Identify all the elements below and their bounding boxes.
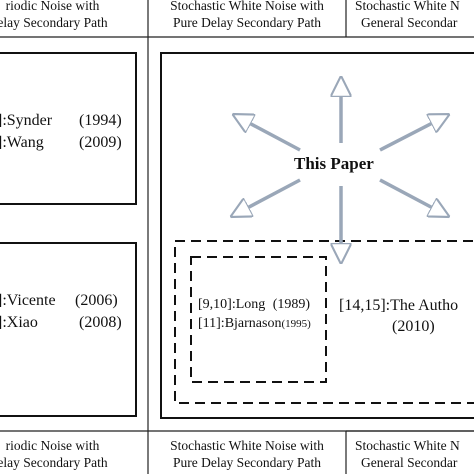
header-top-col1-line2: elay Secondary Path <box>0 15 108 30</box>
left-top-box <box>0 52 137 205</box>
header-top-col2: Stochastic White Noise with Pure Delay S… <box>149 0 345 31</box>
left-bottom-ref2-year: (2008) <box>79 314 122 331</box>
header-bottom-col2-line2: Pure Delay Secondary Path <box>172 455 322 470</box>
header-bottom-col1-line1: riodic Noise with <box>5 438 100 453</box>
header-top-col2-line2: Pure Delay Secondary Path <box>172 15 322 30</box>
outer-dashed-box <box>174 240 474 404</box>
header-bottom-col2-line1: Stochastic White Noise with <box>170 438 324 453</box>
left-bottom-ref1-year: (2006) <box>75 292 118 309</box>
left-bottom-box <box>0 242 137 417</box>
right-ref-line2: (2010) <box>392 318 435 335</box>
header-bottom-col1: riodic Noise with elay Secondary Path <box>0 437 145 471</box>
header-top-col3: Stochastic White N General Secondar <box>352 0 474 31</box>
inner-ref2: [11]:Bjarnason(1995) <box>198 316 311 332</box>
arrow-down-left <box>234 178 301 215</box>
left-bottom-ref1: ]:Vicente (2006) <box>0 292 118 310</box>
header-top-col2-line1: Stochastic White Noise with <box>170 0 324 13</box>
arrows <box>234 80 446 260</box>
inner-ref1-text: [9,10]:Long <box>198 297 266 312</box>
inner-ref2-year: (1995) <box>281 318 311 330</box>
header-bottom-col1-line2: elay Secondary Path <box>0 455 108 470</box>
arrow-up-left <box>236 116 301 152</box>
header-bottom-col3: Stochastic White N General Secondar <box>352 437 474 471</box>
left-top-ref1-year: (1994) <box>79 112 122 129</box>
this-paper-label: This Paper <box>294 154 374 173</box>
header-top-col1-line1: riodic Noise with <box>5 0 100 13</box>
header-top-col1: riodic Noise with elay Secondary Path <box>0 0 145 31</box>
inner-ref2-text: [11]:Bjarnason <box>198 316 282 331</box>
header-bottom-col3-line1: Stochastic White N <box>355 438 460 453</box>
left-bottom-ref2-text: ]:Xiao <box>0 314 38 331</box>
left-top-ref1-text: ]:Synder <box>0 112 53 129</box>
header-top-col3-line2: General Secondar <box>361 15 458 30</box>
arrow-up-right <box>379 116 446 152</box>
arrow-down-right <box>379 178 446 215</box>
main-frame <box>160 52 474 419</box>
left-top-ref2-text: ]:Wang <box>0 134 44 151</box>
header-bottom-col3-line2: General Secondar <box>361 455 458 470</box>
inner-dashed-box <box>190 256 327 383</box>
left-top-ref1: ]:Synder (1994) <box>0 112 122 130</box>
header-top-col3-line1: Stochastic White N <box>355 0 460 13</box>
left-top-ref2-year: (2009) <box>79 134 122 151</box>
left-top-ref2: ]:Wang (2009) <box>0 134 122 152</box>
inner-ref1: [9,10]:Long (1989) <box>198 297 310 313</box>
right-ref-line1: [14,15]:The Autho <box>339 297 459 314</box>
left-bottom-ref1-text: ]:Vicente <box>0 292 56 309</box>
header-bottom-col2: Stochastic White Noise with Pure Delay S… <box>149 437 345 471</box>
inner-ref1-year: (1989) <box>272 297 311 312</box>
left-bottom-ref2: ]:Xiao (2008) <box>0 314 122 332</box>
